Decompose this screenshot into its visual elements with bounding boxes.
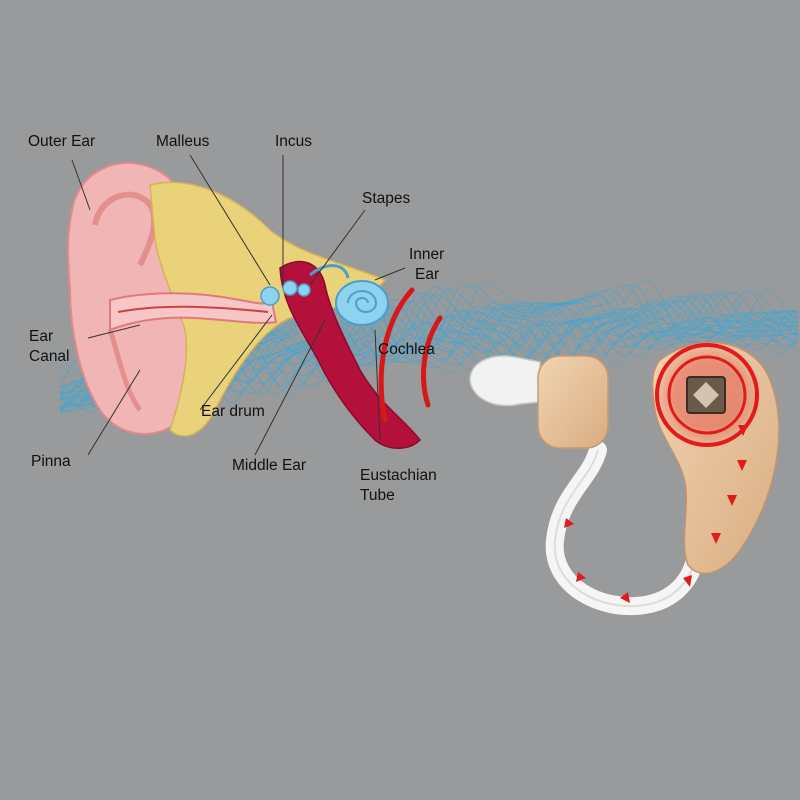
label-malleus: Malleus [156,132,209,152]
label-middle-ear: Middle Ear [232,456,306,476]
label-inner-ear-line2: Ear [415,265,439,285]
label-ear-drum: Ear drum [201,402,265,422]
label-cochlea: Cochlea [378,340,435,360]
signal-rings-device [652,340,762,450]
label-incus: Incus [275,132,312,152]
label-pinna: Pinna [31,452,71,472]
label-ear-canal-line1: Ear [29,327,53,347]
label-inner-ear-line1: Inner [409,245,444,265]
label-ear-canal-line2: Canal [29,347,70,367]
label-eustachian-line1: Eustachian [360,466,437,486]
hearing-aid-tube [555,450,695,606]
label-eustachian-line2: Tube [360,486,395,506]
hearing-aid-earpiece [470,356,608,448]
label-outer-ear: Outer Ear [28,132,95,152]
label-stapes: Stapes [362,189,410,209]
cochlea-shape [336,281,388,325]
